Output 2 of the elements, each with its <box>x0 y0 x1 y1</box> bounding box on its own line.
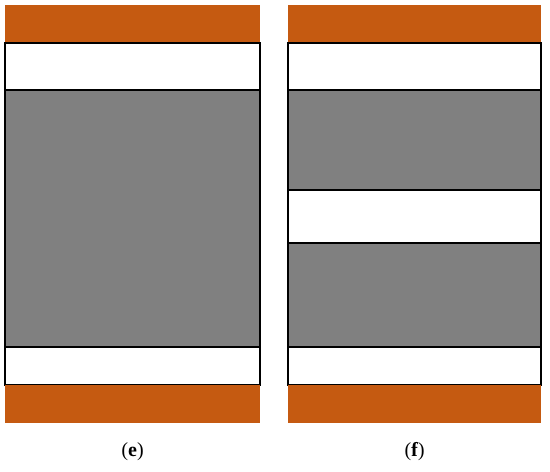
panel-label: (e) <box>121 440 144 460</box>
panel-label: (f) <box>404 440 424 460</box>
